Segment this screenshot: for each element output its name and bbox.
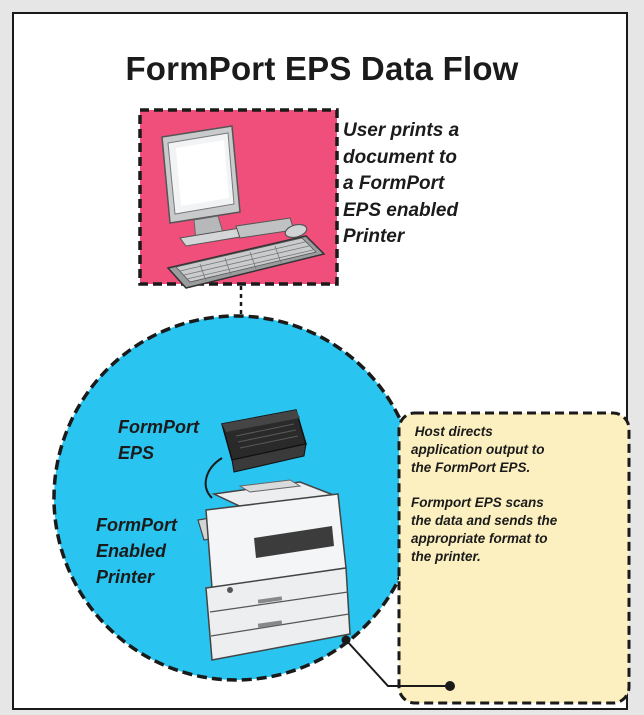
user-caption-line: User prints a (343, 120, 460, 141)
eps-box-icon (221, 409, 307, 473)
device-cable (204, 457, 223, 499)
note-line: appropriate format to (411, 531, 548, 546)
note-box (397, 411, 631, 705)
desktop-computer-icon (161, 125, 326, 289)
note-text: Host directs application output to the F… (411, 423, 631, 566)
note-line: application output to (411, 442, 545, 457)
note-line: the printer. (411, 549, 481, 564)
note-line: the FormPort EPS. (411, 460, 531, 475)
connector-line (345, 639, 448, 687)
note-line: Host directs (411, 424, 493, 439)
user-caption-line: EPS enabled (343, 199, 459, 221)
connector-end-dot (445, 681, 455, 691)
user-caption-line: a FormPort (343, 173, 445, 194)
printer-label-line: Printer (96, 567, 155, 587)
note-line: the data and sends the (411, 513, 558, 528)
printer-label-line: FormPort (96, 515, 177, 535)
eps-label-line: EPS (118, 443, 155, 463)
user-caption-line: document to (343, 146, 457, 168)
note-line: Formport EPS scans (411, 495, 544, 510)
user-caption: User prints a document to a FormPort EPS… (343, 118, 513, 251)
diagram-title: FormPort EPS Data Flow (125, 50, 519, 87)
user-caption-line: Printer (343, 226, 405, 247)
eps-label-line: FormPort (118, 417, 199, 437)
eps-label: FormPort EPS (118, 414, 228, 466)
connector-start-dot (341, 635, 351, 645)
multifunction-printer-icon (197, 479, 351, 661)
printer-label: FormPort Enabled Printer (96, 512, 206, 590)
printer-label-line: Enabled (96, 541, 167, 561)
